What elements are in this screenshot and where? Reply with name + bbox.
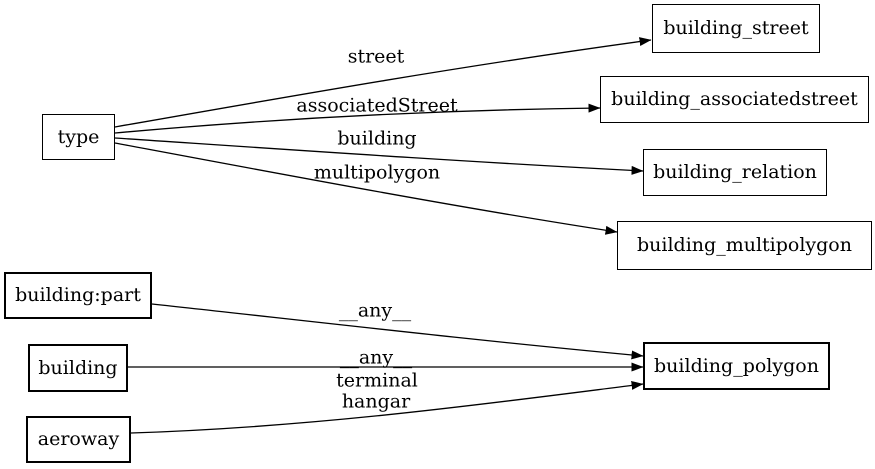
edge-building-part-to-building_polygon — [151, 303, 644, 360]
node-building_street: building_street — [652, 4, 820, 53]
node-building-part: building:part — [4, 272, 152, 319]
node-label-type: type — [57, 125, 100, 148]
node-label-building_relation: building_relation — [653, 161, 817, 183]
node-label-building_associatedstreet: building_associatedstreet — [611, 88, 858, 110]
edge-label-type-to-building_associatedstreet: associatedStreet — [296, 94, 458, 117]
edge-label-building-part-to-building_polygon: __any__ — [338, 299, 412, 322]
node-building_relation: building_relation — [643, 149, 827, 196]
edge-type-to-building_relation — [114, 137, 644, 175]
node-label-building: building — [38, 356, 118, 379]
edge-type-to-building_multipolygon — [114, 142, 618, 235]
node-building_polygon: building_polygon — [643, 342, 830, 390]
edge-aeroway-to-building_polygon — [130, 380, 644, 434]
node-type: type — [42, 114, 115, 160]
edge-type-to-building_street — [114, 37, 652, 128]
node-building_multipolygon: building_multipolygon — [617, 221, 872, 270]
node-label-building-part: building:part — [15, 284, 141, 306]
node-label-building_street: building_street — [663, 17, 809, 39]
edge-label-building-to-building_polygon: __any__ — [339, 346, 413, 369]
node-label-aeroway: aeroway — [37, 428, 120, 450]
edge-label-aeroway-to-building_polygon-0: terminal — [336, 369, 418, 392]
node-aeroway: aeroway — [26, 416, 131, 463]
edge-label-type-to-building_street: street — [347, 45, 405, 68]
node-label-building_polygon: building_polygon — [654, 354, 819, 377]
edge-label-type-to-building_multipolygon: multipolygon — [313, 161, 441, 184]
node-building: building — [28, 344, 128, 392]
edges-group — [114, 37, 652, 434]
edge-label-type-to-building_relation: building — [337, 127, 417, 150]
edge-type-to-building_associatedstreet — [114, 103, 601, 134]
edge-label-aeroway-to-building_polygon-1: hangar — [341, 390, 411, 413]
node-label-building_multipolygon: building_multipolygon — [637, 234, 852, 256]
node-building_associatedstreet: building_associatedstreet — [600, 76, 869, 123]
